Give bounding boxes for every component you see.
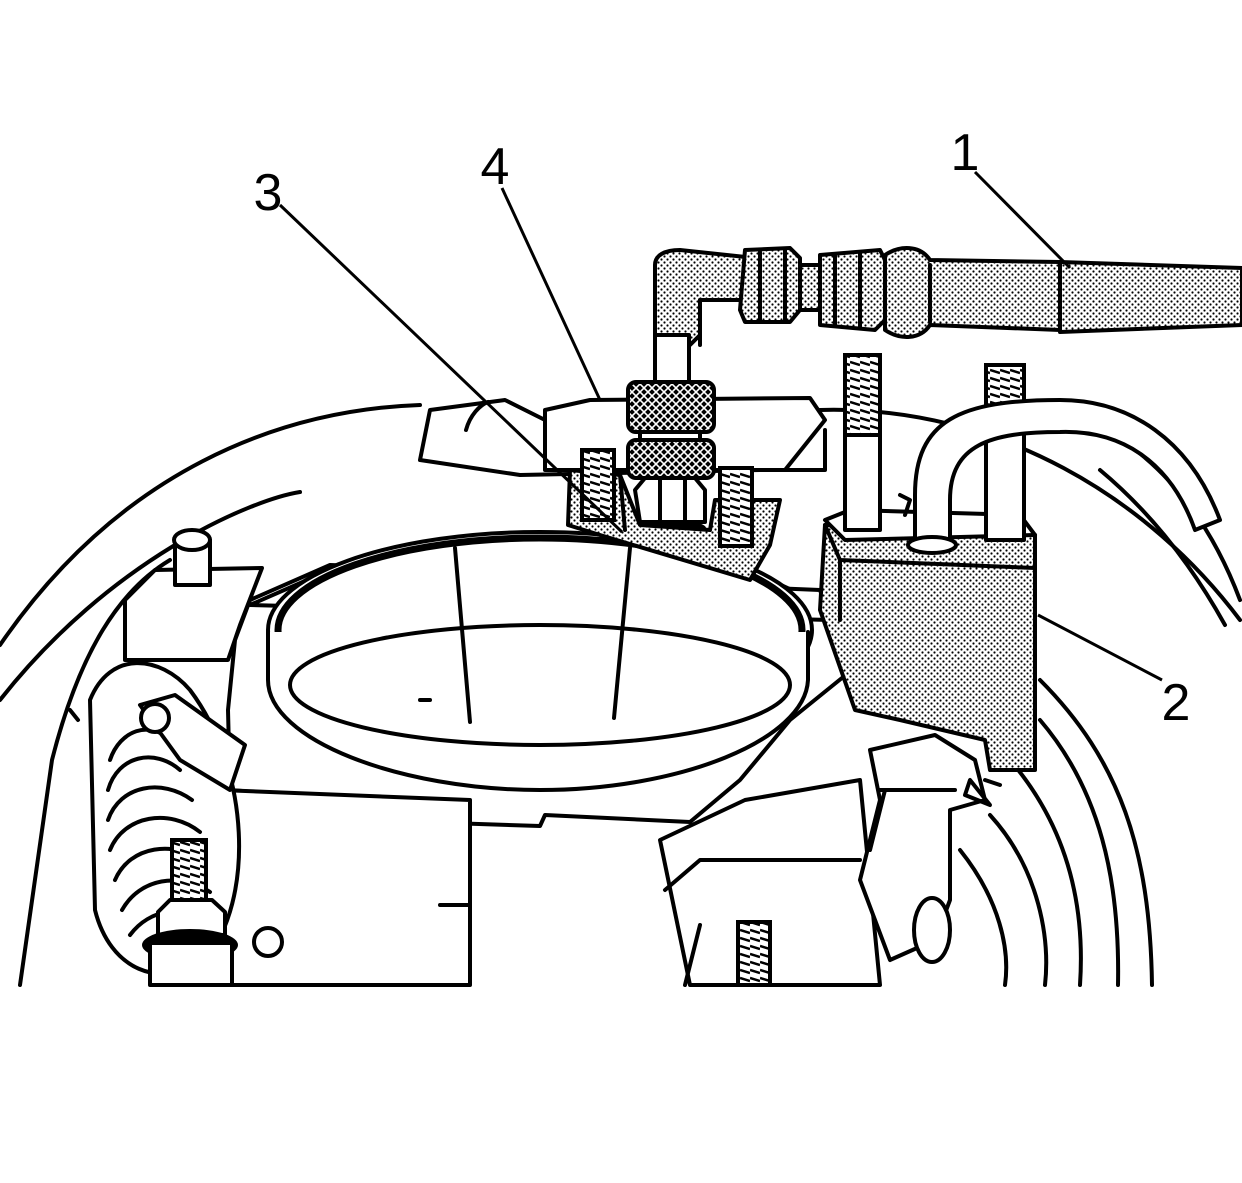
fuel-pressure-fitting	[566, 333, 782, 582]
callout-4: 4	[481, 138, 510, 196]
throttle-bore	[266, 530, 814, 792]
leader-4	[500, 187, 602, 401]
leader-3	[278, 203, 624, 534]
callout-1: 1	[951, 124, 980, 182]
callout-leaders	[278, 170, 1163, 682]
fuel-line	[653, 246, 1242, 377]
right-studs	[843, 353, 1222, 555]
callout-labels: 1 2 3 4	[254, 124, 1191, 732]
leader-2	[1037, 613, 1163, 682]
leader-1	[973, 170, 1072, 270]
lower-center-stud	[736, 920, 772, 987]
left-bolt	[142, 838, 238, 987]
right-lever	[858, 733, 1002, 964]
left-bracket	[123, 528, 264, 662]
upper-plenum	[418, 396, 827, 477]
callout-2: 2	[1162, 674, 1191, 732]
callout-3: 3	[254, 164, 283, 222]
